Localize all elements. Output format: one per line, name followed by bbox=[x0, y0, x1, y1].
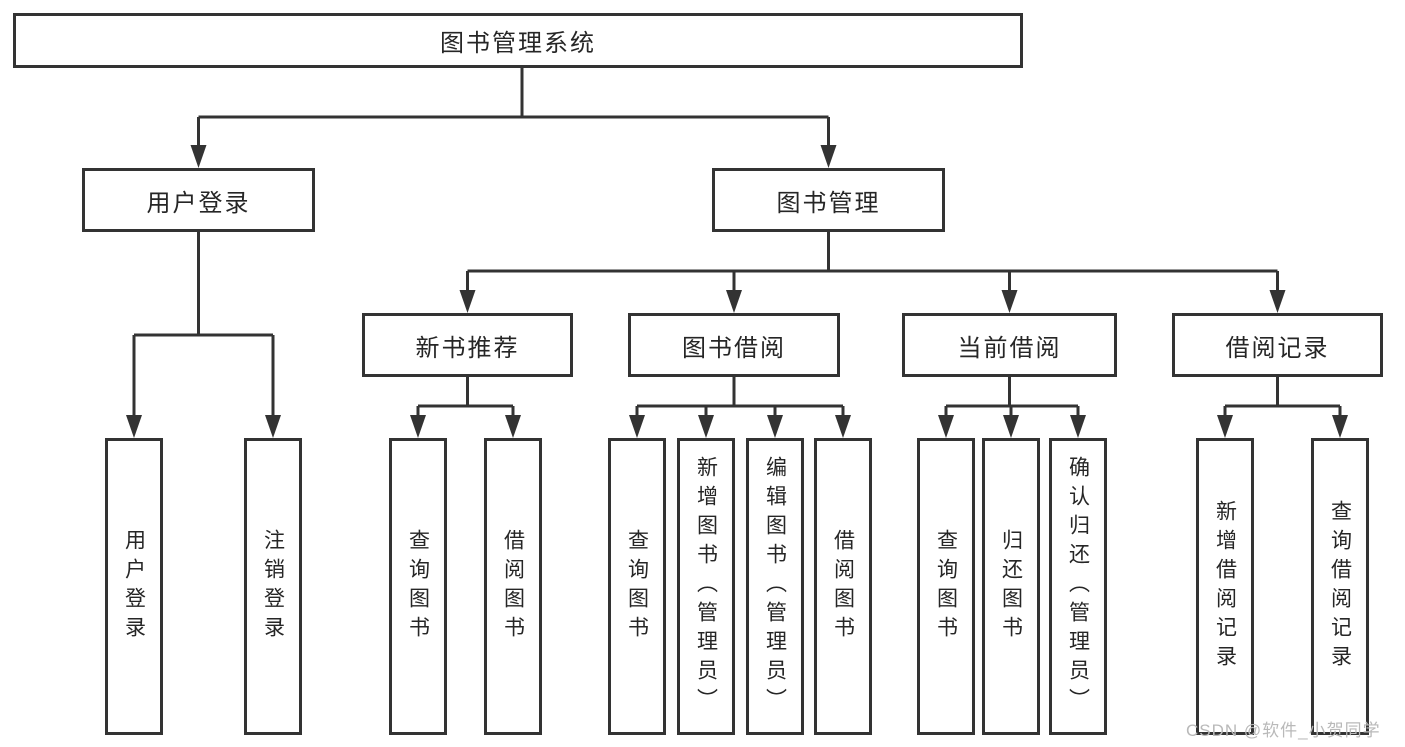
connector-newbook-children bbox=[410, 377, 521, 438]
node-user-login-label: 用户登录 bbox=[146, 189, 251, 217]
leaf-current-confirm-admin-label: 确认归还（管理员） bbox=[1066, 456, 1090, 717]
node-current-borrow-label: 当前借阅 bbox=[957, 334, 1062, 362]
node-new-book-recommend-label: 新书推荐 bbox=[415, 334, 520, 362]
leaf-borrow-borrow-label: 借阅图书 bbox=[831, 528, 855, 645]
leaf-current-query: 查询图书 bbox=[917, 438, 975, 735]
leaf-current-return: 归还图书 bbox=[982, 438, 1040, 735]
connector-login-children bbox=[126, 232, 281, 438]
leaf-borrow-query-label: 查询图书 bbox=[625, 528, 649, 645]
node-root-label: 图书管理系统 bbox=[440, 30, 596, 57]
leaf-current-query-label: 查询图书 bbox=[934, 528, 958, 645]
leaf-user-login: 用户登录 bbox=[105, 438, 163, 735]
leaf-newbook-query: 查询图书 bbox=[389, 438, 447, 735]
node-book-borrow: 图书借阅 bbox=[628, 313, 840, 377]
watermark: CSDN @软件_小贺同学 bbox=[1186, 721, 1381, 740]
leaf-user-login-label: 用户登录 bbox=[122, 528, 146, 645]
leaf-borrow-edit-admin: 编辑图书（管理员） bbox=[746, 438, 804, 735]
node-root: 图书管理系统 bbox=[13, 13, 1023, 68]
node-new-book-recommend: 新书推荐 bbox=[362, 313, 573, 377]
node-book-borrow-label: 图书借阅 bbox=[682, 334, 786, 362]
leaf-record-query-label: 查询借阅记录 bbox=[1328, 499, 1352, 674]
connector-bookmgmt-children bbox=[459, 232, 1286, 313]
leaf-newbook-borrow-label: 借阅图书 bbox=[501, 528, 525, 645]
connector-root-to-level2 bbox=[190, 68, 837, 168]
connector-record-children bbox=[1217, 377, 1348, 438]
leaf-record-add-label: 新增借阅记录 bbox=[1213, 499, 1237, 674]
leaf-current-confirm-admin: 确认归还（管理员） bbox=[1049, 438, 1107, 735]
leaf-logout: 注销登录 bbox=[244, 438, 302, 735]
leaf-borrow-query: 查询图书 bbox=[608, 438, 666, 735]
leaf-newbook-borrow: 借阅图书 bbox=[484, 438, 542, 735]
node-book-management: 图书管理 bbox=[712, 168, 945, 232]
connector-borrow-children bbox=[629, 377, 851, 438]
leaf-borrow-add-admin: 新增图书（管理员） bbox=[677, 438, 735, 735]
node-user-login: 用户登录 bbox=[82, 168, 315, 232]
node-book-management-label: 图书管理 bbox=[776, 189, 881, 217]
leaf-borrow-add-admin-label: 新增图书（管理员） bbox=[694, 456, 718, 717]
node-current-borrow: 当前借阅 bbox=[902, 313, 1117, 377]
leaf-logout-label: 注销登录 bbox=[261, 528, 285, 645]
leaf-record-add: 新增借阅记录 bbox=[1196, 438, 1254, 735]
leaf-current-return-label: 归还图书 bbox=[999, 528, 1023, 645]
leaf-newbook-query-label: 查询图书 bbox=[406, 528, 430, 645]
leaf-borrow-borrow: 借阅图书 bbox=[814, 438, 872, 735]
leaf-record-query: 查询借阅记录 bbox=[1311, 438, 1369, 735]
connector-current-children bbox=[938, 377, 1086, 438]
node-borrow-record-label: 借阅记录 bbox=[1225, 334, 1330, 362]
node-borrow-record: 借阅记录 bbox=[1172, 313, 1383, 377]
leaf-borrow-edit-admin-label: 编辑图书（管理员） bbox=[763, 456, 787, 717]
